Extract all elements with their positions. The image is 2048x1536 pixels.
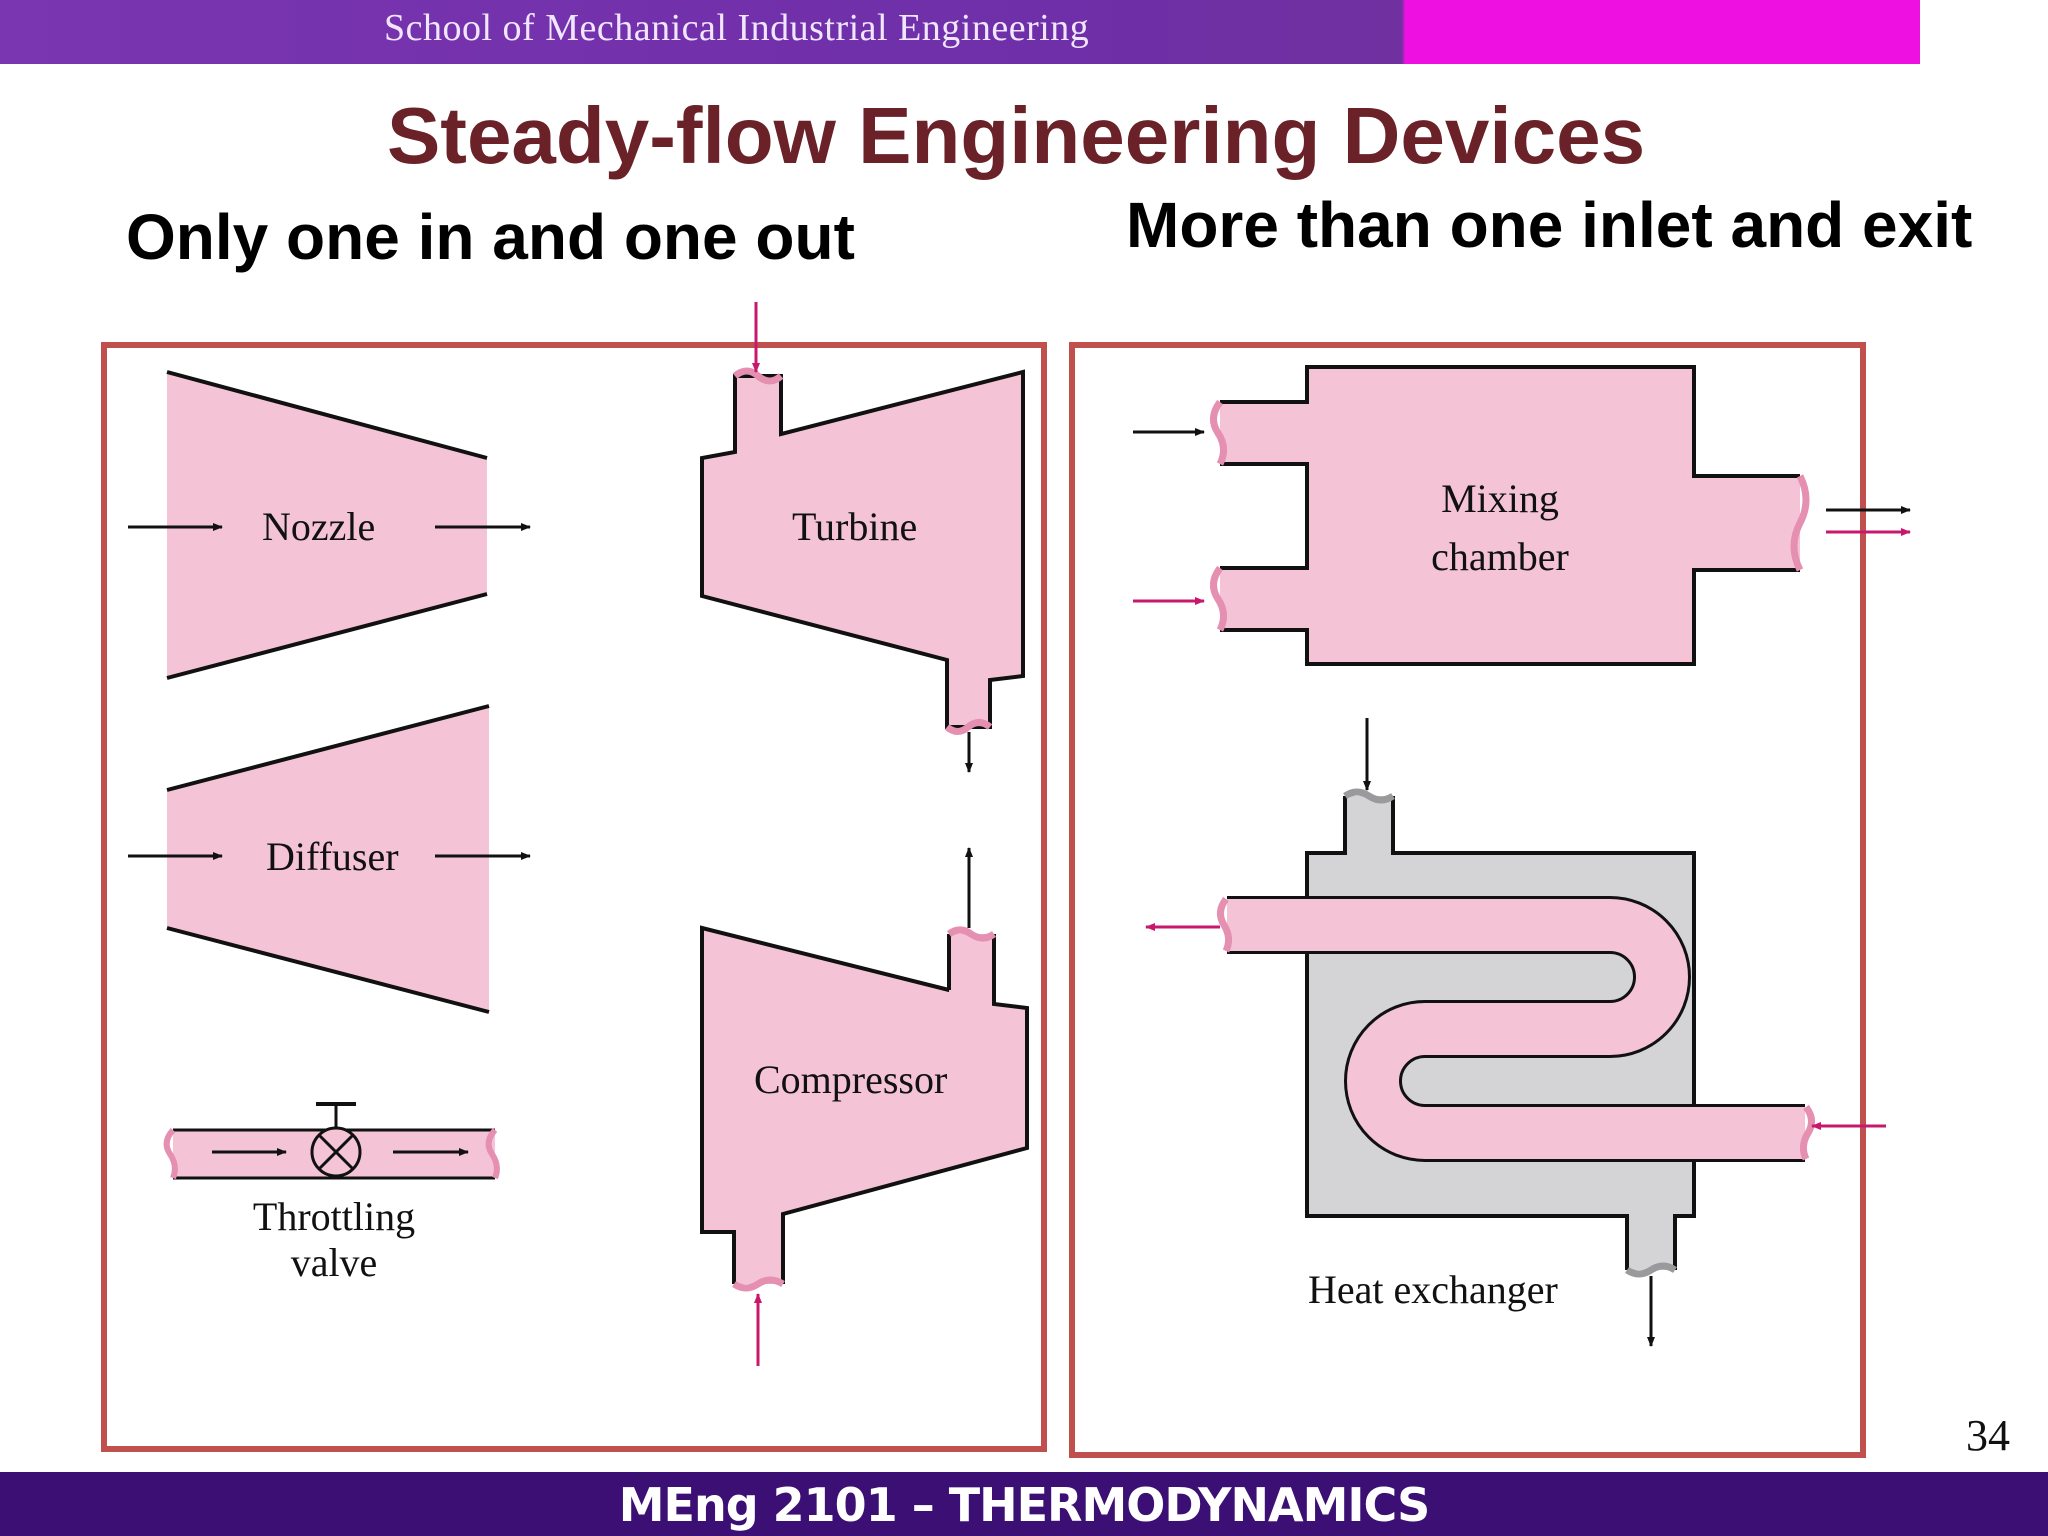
course-title: MEng 2101 – THERMODYNAMICS xyxy=(618,1478,1430,1532)
footer-banner: MEng 2101 – THERMODYNAMICS xyxy=(0,1472,2048,1536)
school-name: School of Mechanical Industrial Engineer… xyxy=(384,7,1090,49)
diffuser-label: Diffuser xyxy=(266,834,399,879)
left-heading: Only one in and one out xyxy=(126,201,855,273)
turbine-shape xyxy=(700,302,1025,773)
heat-exchanger-shape xyxy=(1145,718,1886,1347)
nozzle-label: Nozzle xyxy=(262,504,376,549)
mixing-label-line1: Mixing xyxy=(1441,476,1559,521)
slide-title-text: Steady-flow Engineering Devices xyxy=(386,91,1646,180)
throttling-valve-shape xyxy=(163,1102,500,1180)
nozzle-shape xyxy=(128,370,531,680)
throttling-label-line2: valve xyxy=(290,1240,378,1285)
slide-title: Steady-flow Engineering Devices xyxy=(0,90,2048,182)
heat-exchanger-label: Heat exchanger xyxy=(1308,1267,1558,1312)
page-number: 34 xyxy=(1966,1411,2010,1460)
mixing-chamber-shape xyxy=(1133,365,1911,666)
mixing-chamber-label: Mixing chamber xyxy=(1410,470,1590,586)
diffuser-shape xyxy=(128,704,531,1014)
compressor-shape xyxy=(700,847,1029,1366)
compressor-label: Compressor xyxy=(754,1057,948,1102)
mixing-label-line2: chamber xyxy=(1431,534,1569,579)
throttling-label-line1: Throttling xyxy=(252,1194,416,1239)
right-heading: More than one inlet and exit xyxy=(1126,189,1973,261)
top-banner: School of Mechanical Industrial Engineer… xyxy=(0,0,1920,64)
throttling-valve-label: Throttling valve xyxy=(236,1194,432,1286)
turbine-label: Turbine xyxy=(792,504,918,549)
